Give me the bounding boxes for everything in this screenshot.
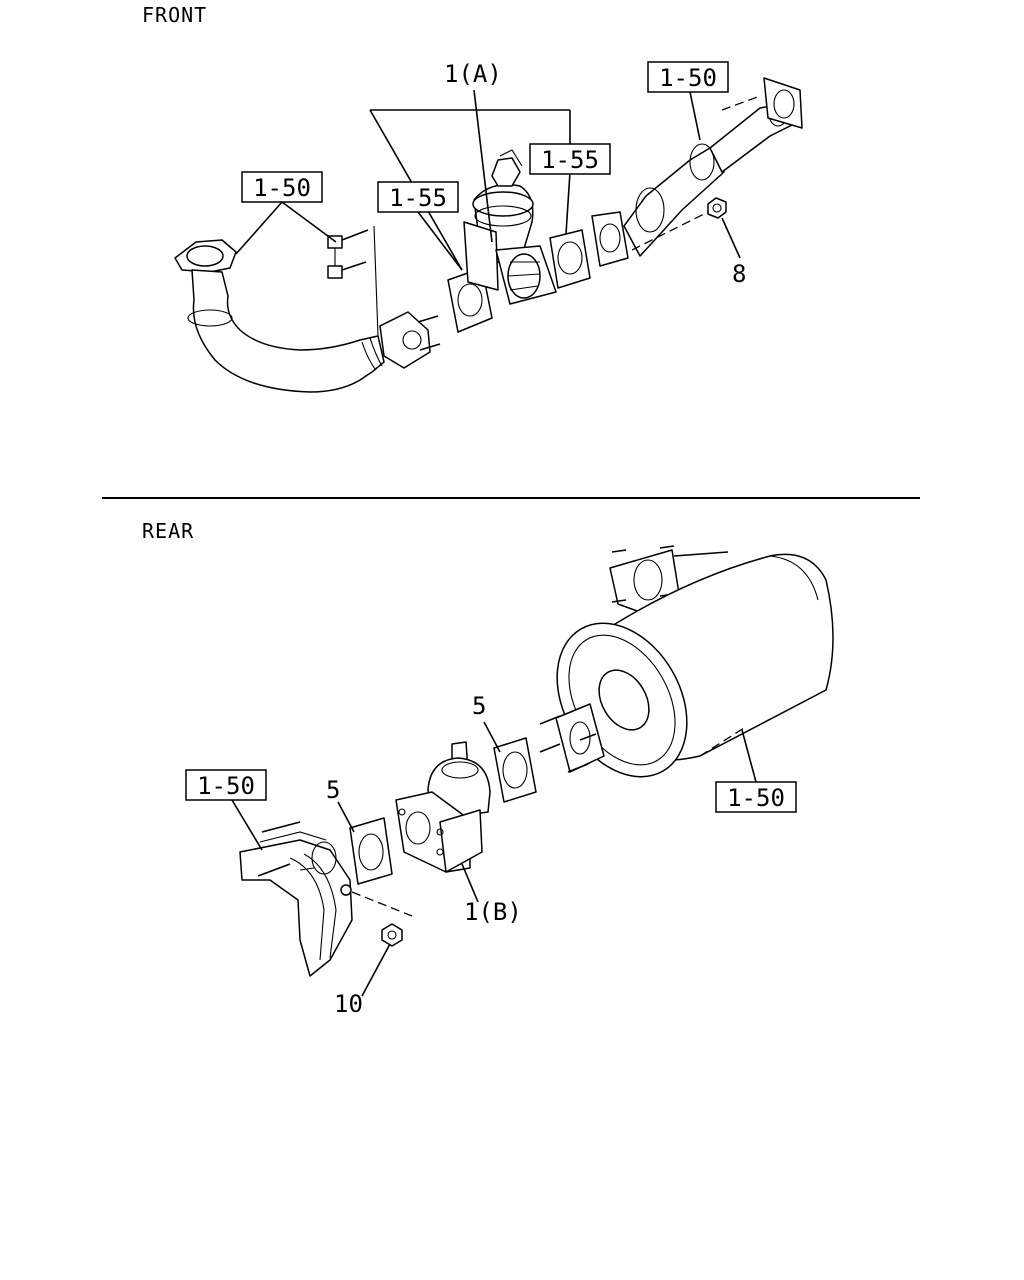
front-gasket-right[interactable] [549,229,591,289]
svg-text:1-55: 1-55 [389,184,447,212]
front-flange-bolts [327,229,369,279]
front-label-8: 8 [732,260,746,288]
front-valve-assembly[interactable] [463,149,557,305]
svg-text:1-50: 1-50 [659,64,717,92]
rear-muffler-dashline [699,727,745,757]
rear-nut-dashline [351,891,413,917]
rear-label-10: 10 [334,990,363,1018]
front-exhaust-pipe[interactable] [174,239,441,393]
rear-leaders [231,551,757,997]
rear-muffler-inlet-flange [539,703,605,773]
front-nut-8[interactable] [707,197,727,219]
rear-gasket-right[interactable] [493,737,537,803]
rear-label-5-left: 5 [326,776,340,804]
front-section-title: FRONT [142,3,207,27]
front-callout-1-50-right: 1-50 [647,61,729,93]
front-callout-1-55-mid: 1-55 [377,181,459,213]
rear-gasket-left[interactable] [349,817,393,885]
svg-text:1-55: 1-55 [541,146,599,174]
svg-text:1-50: 1-50 [253,174,311,202]
front-label-1a: 1(A) [444,60,502,88]
rear-valve-assembly[interactable] [395,741,491,873]
front-leaders [235,89,741,271]
svg-text:1-50: 1-50 [727,784,785,812]
front-nut-dashline [631,211,709,251]
rear-nut-10[interactable] [381,923,403,947]
rear-section-title: REAR [142,519,194,543]
front-pipe-dashline [721,95,761,111]
rear-callout-1-50-right: 1-50 [715,781,797,813]
svg-text:1-50: 1-50 [197,772,255,800]
front-catalytic-converter[interactable] [591,77,803,267]
rear-label-1b: 1(B) [464,898,522,926]
front-bolt-leader [373,225,379,337]
rear-callout-1-50-left: 1-50 [185,769,267,801]
rear-label-5-right: 5 [472,692,486,720]
rear-exhaust-pipe[interactable] [239,821,353,977]
front-callout-1-50-left: 1-50 [241,171,323,203]
front-callout-1-55-right: 1-55 [529,143,611,175]
